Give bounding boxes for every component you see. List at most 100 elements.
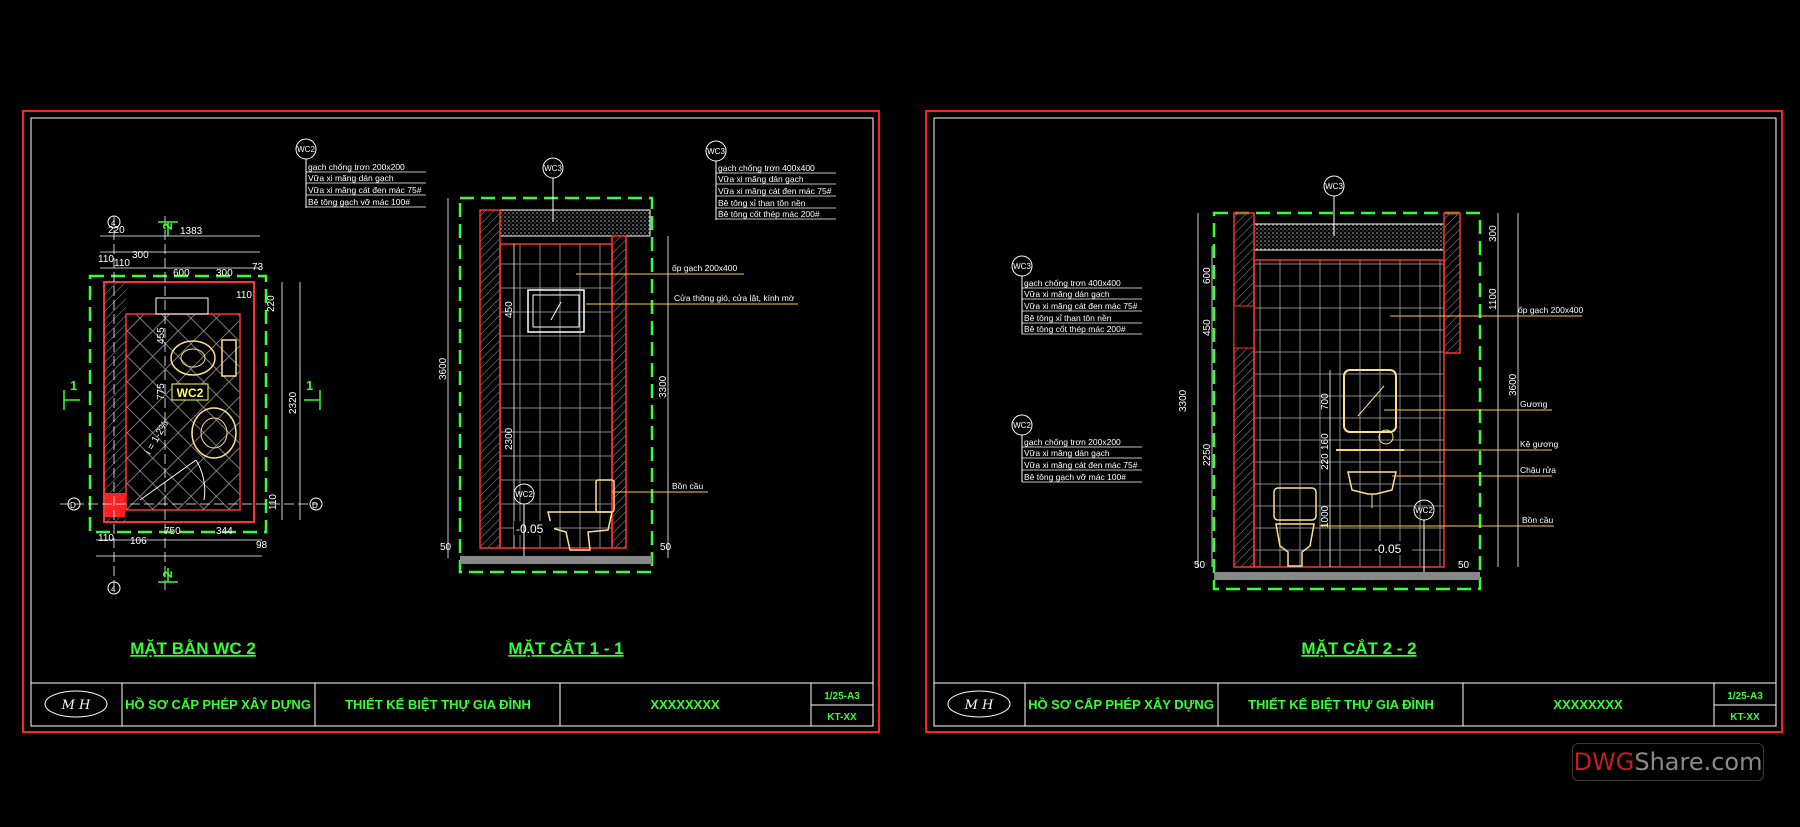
dim-160: 160 bbox=[1320, 433, 1331, 450]
note-line: Vữa xi măng dán gạch bbox=[1024, 289, 1110, 299]
left-wall bbox=[1233, 212, 1255, 568]
room-tag-label: WC2 bbox=[177, 386, 204, 400]
plan-wall-hatch bbox=[104, 282, 126, 522]
note-line: Bê tông xỉ than tôn nền bbox=[1024, 313, 1112, 323]
dim-106: 106 bbox=[130, 536, 147, 547]
section-1-1: 3600 3300 2300 450 50 50 -0.05 WC3 WC2 ố… bbox=[438, 157, 798, 658]
note-tag-wc3: WC3 bbox=[707, 147, 725, 156]
note-line: Bê tông cốt thép mác 200# bbox=[718, 209, 820, 219]
dim-700: 700 bbox=[1320, 393, 1331, 410]
note-line: Bê tông xỉ than tôn nền bbox=[718, 198, 806, 208]
dim-455: 455 bbox=[156, 327, 167, 344]
dim-1383: 1383 bbox=[180, 226, 203, 237]
logo-mark bbox=[947, 690, 1011, 718]
axis-d-left: D bbox=[70, 501, 76, 510]
left-wall bbox=[479, 209, 501, 549]
basin-icon bbox=[1347, 471, 1397, 495]
plan-toilet-icon bbox=[170, 340, 216, 376]
dim-1100: 1100 bbox=[1488, 288, 1499, 310]
sheet-border-outer bbox=[925, 110, 1783, 733]
room-tag bbox=[171, 383, 209, 401]
floor-level: -0.05 bbox=[516, 522, 544, 536]
section-outline bbox=[458, 196, 654, 574]
section-tag-wc3: WC3 bbox=[1325, 182, 1343, 191]
sheet-border-inner bbox=[30, 117, 874, 727]
plan-column bbox=[105, 493, 125, 517]
note-wc2-plan: WC2 gạch chống trơn 200x200 Vữa xi măng … bbox=[295, 138, 426, 208]
dim-300b: 300 bbox=[216, 268, 233, 279]
dim-50b: 50 bbox=[1458, 560, 1470, 571]
plan-title: MẶT BẰN WC 2 bbox=[130, 639, 256, 658]
label-shelf: Kệ gương bbox=[1520, 439, 1558, 449]
note-line: Vữa xi măng cát đen mác 75# bbox=[718, 186, 832, 196]
section-2-2: 600 450 3300 2250 300 1100 3600 700 160 … bbox=[1178, 175, 1583, 658]
dim-344: 344 bbox=[216, 526, 233, 537]
label-wall-tile: ốp gạch 200x400 bbox=[672, 263, 737, 273]
plan-wc2: WC2 i = 1-2% 220 110 110 300 600 300 73 bbox=[60, 215, 323, 658]
note-line: Vữa xi măng cát đen mác 75# bbox=[308, 185, 422, 195]
dim-750: 750 bbox=[164, 526, 181, 537]
note-line: gạch chống trơn 200x200 bbox=[308, 162, 405, 172]
note-line: gạch chống trơn 400x400 bbox=[718, 163, 815, 173]
toilet-icon bbox=[1273, 487, 1317, 567]
sheet-border-inner bbox=[933, 117, 1777, 727]
plan-floor-tiles bbox=[125, 313, 241, 511]
section-marker-1 bbox=[63, 390, 321, 410]
wall-tiles bbox=[1253, 259, 1445, 568]
section-11-title: MẶT CẮT 1 - 1 bbox=[508, 639, 623, 658]
dim-450: 450 bbox=[1202, 319, 1213, 336]
ceiling-slab bbox=[1253, 223, 1445, 251]
project-label: THIẾT KẾ BIỆT THỰ GIA ĐÌNH bbox=[1248, 697, 1434, 712]
section-tag-wc2: WC2 bbox=[515, 490, 533, 499]
dim-110b: 110 bbox=[114, 258, 130, 269]
dim-50b: 50 bbox=[660, 542, 672, 553]
plan-window bbox=[155, 297, 209, 315]
permit-label: HỒ SƠ CẤP PHÉP XÂY DỰNG bbox=[125, 697, 311, 712]
vent-window bbox=[527, 289, 585, 333]
plan-basin-icon bbox=[191, 407, 237, 459]
title-block: M H HỒ SƠ CẤP PHÉP XÂY DỰNG THIẾT KẾ BIỆ… bbox=[934, 682, 1776, 726]
section-1-right: 1 bbox=[306, 378, 313, 393]
sheet-no-label: KT-XX bbox=[827, 712, 857, 723]
axis-4-top: 4 bbox=[111, 219, 116, 228]
dim-1000: 1000 bbox=[1320, 505, 1331, 528]
dim-3600: 3600 bbox=[438, 357, 449, 380]
note-tag-wc2: WC2 bbox=[1013, 421, 1031, 430]
dim-3600: 3600 bbox=[1508, 373, 1519, 396]
watermark: DWGShare.com bbox=[1572, 743, 1764, 781]
dim-600: 600 bbox=[173, 268, 190, 279]
floor-level: -0.05 bbox=[1374, 542, 1402, 556]
plan-door bbox=[139, 459, 197, 501]
dim-220b: 220 bbox=[266, 295, 277, 312]
scale-label: 1/25-A3 bbox=[1727, 691, 1763, 702]
dim-98: 98 bbox=[256, 540, 268, 551]
label-wall-tile: ốp gạch 200x400 bbox=[1518, 305, 1583, 315]
logo-text: M H bbox=[964, 698, 994, 713]
dim-110c: 110 bbox=[236, 290, 252, 301]
dim-110e: 110 bbox=[98, 533, 114, 544]
section-tag-wc3: WC3 bbox=[544, 164, 562, 173]
wall-opening bbox=[1233, 305, 1255, 349]
note-tag-wc2: WC2 bbox=[297, 145, 315, 154]
sheet-right: M H HỒ SƠ CẤP PHÉP XÂY DỰNG THIẾT KẾ BIỆ… bbox=[925, 110, 1783, 733]
scale-label: 1/25-A3 bbox=[824, 691, 860, 702]
note-line: Vữa xi măng dán gạch bbox=[1024, 448, 1110, 458]
note-line: gạch chống trơn 200x200 bbox=[1024, 437, 1121, 447]
note-line: Vữa xi măng cát đen mác 75# bbox=[1024, 460, 1138, 470]
note-line: Bê tông cốt thép mác 200# bbox=[1024, 324, 1126, 334]
section-outline bbox=[1212, 211, 1482, 591]
dim-220: 220 bbox=[108, 225, 125, 236]
section-1-left: 1 bbox=[70, 378, 77, 393]
note-line: Vữa xi măng cát đen mác 75# bbox=[1024, 301, 1138, 311]
plan-outline bbox=[88, 274, 268, 534]
label-vent: Cửa thông gió, cửa lật, kính mờ bbox=[674, 293, 795, 303]
watermark-domain: Share.com bbox=[1634, 748, 1763, 776]
section-tag-wc2: WC2 bbox=[1415, 506, 1433, 515]
section-2-bottom: 2 bbox=[160, 571, 175, 578]
toilet-icon bbox=[547, 479, 615, 551]
note-wc2-s22: WC2 gạch chống trơn 200x200 Vữa xi măng … bbox=[1011, 414, 1142, 483]
client-label: XXXXXXXX bbox=[650, 697, 720, 712]
sheet-border-outer bbox=[22, 110, 880, 733]
sheet-no-label: KT-XX bbox=[1730, 712, 1760, 723]
